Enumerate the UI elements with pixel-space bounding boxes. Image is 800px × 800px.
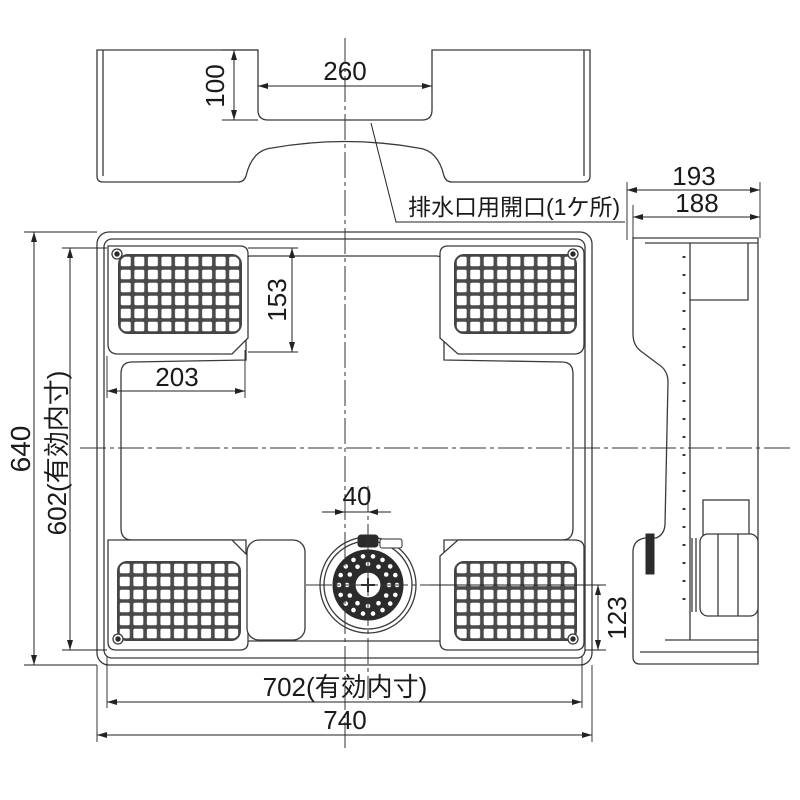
side-view-upper-box xyxy=(690,243,749,301)
inner-width-label: 702(有効内寸) xyxy=(263,672,428,702)
drain-hole xyxy=(393,592,398,598)
drain-hole xyxy=(355,600,360,606)
plan-dimensions: 153 203 640 602(有効内寸) 40 123 702(有効内寸) 7… xyxy=(5,231,632,742)
drain-hole xyxy=(380,557,385,563)
side-inner-depth-label: 188 xyxy=(675,188,718,218)
drain-offset-x-label: 40 xyxy=(343,481,372,511)
drain-hole xyxy=(387,564,393,569)
drain-hole xyxy=(343,601,349,606)
drain-hole xyxy=(383,593,389,598)
bolt-hole-top-left-core xyxy=(114,251,120,257)
drain-hole xyxy=(360,611,366,616)
side-view-base-lines xyxy=(640,639,758,653)
drain-fitting-ridges xyxy=(691,534,739,616)
leg-grid-top-left xyxy=(118,254,242,334)
elevation-inner-edge xyxy=(102,50,585,176)
bolt-holes xyxy=(111,248,579,645)
drain-note-label: 排水口用開口(1ケ所) xyxy=(408,194,620,220)
drain-hole xyxy=(355,564,360,570)
drain-hole xyxy=(376,564,381,570)
drain-side-hump xyxy=(246,539,306,641)
drain-hole xyxy=(380,607,385,613)
drain-note-leader xyxy=(370,122,625,223)
leg-depth-label: 153 xyxy=(262,278,292,321)
drain-hole xyxy=(383,572,389,577)
drain-hole xyxy=(338,592,344,598)
leg-grid-top-right xyxy=(454,254,577,334)
center-lines xyxy=(80,38,790,748)
drain-hole xyxy=(360,554,366,559)
bolt-hole-bottom-left-core xyxy=(115,636,121,642)
drain-fitting-body xyxy=(699,533,759,617)
overall-length-label: 640 xyxy=(5,426,36,473)
drain-hole xyxy=(370,554,376,559)
drain-tag xyxy=(379,538,403,549)
overall-width-label: 740 xyxy=(323,705,366,735)
drain-offset-y-label: 123 xyxy=(602,596,632,639)
drain-fitting-box xyxy=(702,499,750,537)
side-overall-depth-label: 193 xyxy=(672,161,715,191)
bolt-hole-bottom-right-core xyxy=(570,636,576,642)
drain-hole xyxy=(387,601,393,606)
front-elevation-view: 260 100 排水口用開口(1ケ所) xyxy=(96,49,625,223)
drain-hole xyxy=(347,572,353,577)
drain-hole xyxy=(338,572,344,578)
drain-offset-y-extension-lines xyxy=(430,584,606,651)
drain-hole xyxy=(347,593,353,598)
leg-grid-bottom-right xyxy=(454,561,577,641)
drain-hole xyxy=(351,607,356,613)
drain-hole xyxy=(351,557,356,563)
elevation-outline xyxy=(96,49,591,183)
leg-grid-bottom-left xyxy=(117,561,241,641)
drain-hole xyxy=(393,572,398,578)
drain-hole xyxy=(370,611,376,616)
side-view: 193 188 xyxy=(626,161,761,665)
bolt-hole-top-right-core xyxy=(570,251,576,257)
recess-depth-extension-lines xyxy=(222,49,258,121)
overall-width-extension-lines xyxy=(96,665,593,742)
drain-hole xyxy=(343,564,349,569)
drain-fitting-flange xyxy=(645,533,655,575)
drain-hole xyxy=(376,600,381,606)
leg-width-label: 203 xyxy=(155,362,198,392)
inner-length-label: 602(有効内寸) xyxy=(42,371,72,536)
recess-depth-label: 100 xyxy=(200,64,230,107)
